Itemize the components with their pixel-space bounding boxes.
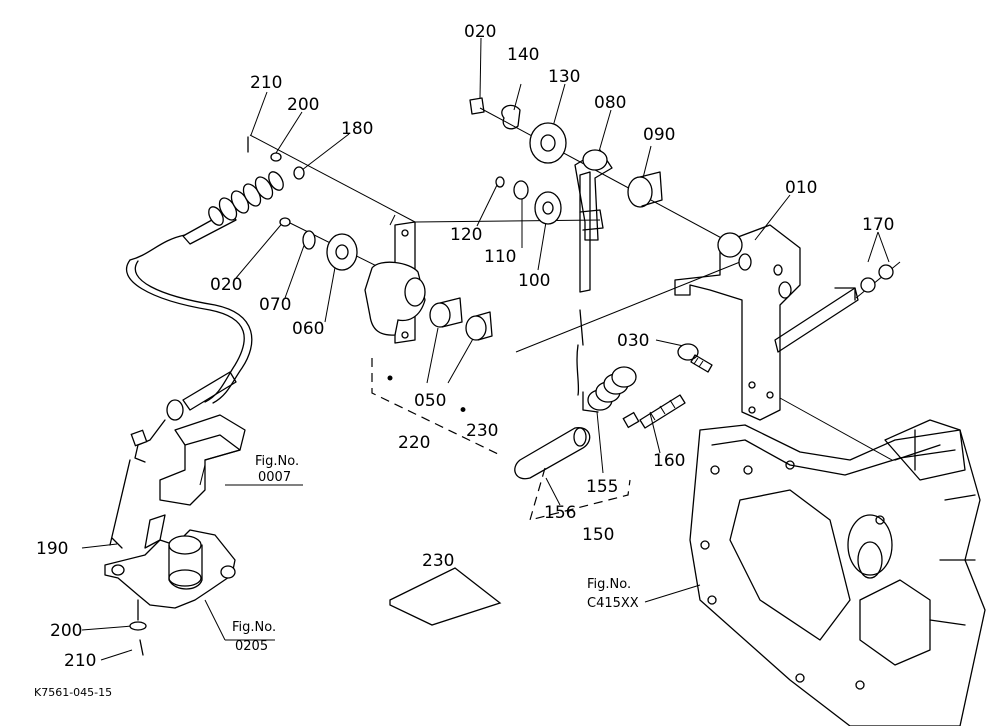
label-190: 190	[36, 539, 68, 559]
label-110: 110	[484, 247, 516, 267]
label-090: 090	[643, 125, 675, 145]
lever-assembly-0205	[104, 459, 275, 656]
label-130: 130	[548, 67, 580, 87]
label-030: 030	[617, 331, 649, 351]
label-140: 140	[507, 45, 539, 65]
label-210-bottom: 210	[64, 651, 96, 671]
control-cable	[125, 136, 305, 463]
fig-ref-0007-number: 0007	[258, 470, 291, 485]
label-230-sheet: 230	[422, 551, 454, 571]
label-160: 160	[653, 451, 685, 471]
part-number-labels: 020 140 130 080 090 210 200 180 010 120 …	[36, 22, 894, 671]
label-230-assembly: 230	[466, 421, 498, 441]
label-170: 170	[862, 215, 894, 235]
label-080: 080	[594, 93, 626, 113]
assembly-group-brackets	[371, 358, 631, 521]
fig-ref-0205-title: Fig.No.	[232, 620, 276, 635]
label-dot: •	[458, 401, 468, 421]
instruction-sheet-230	[389, 567, 502, 626]
assembly-axis-lines	[249, 107, 901, 461]
fig-ref-0007-title: Fig.No.	[255, 454, 299, 469]
label-200-bottom: 200	[50, 621, 82, 641]
label-020-top: 020	[464, 22, 496, 42]
figure-references: Fig.No. 0007 Fig.No. 0205 Fig.No. C415XX	[232, 454, 639, 654]
label-010: 010	[785, 178, 817, 198]
drawing-code: K7561-045-15	[34, 686, 112, 699]
label-156: 156	[544, 503, 576, 523]
leader-lines	[81, 37, 890, 661]
label-220: 220	[398, 433, 430, 453]
label-100: 100	[518, 271, 550, 291]
bracket-0007	[159, 414, 303, 506]
fig-ref-0205-number: 0205	[235, 639, 268, 654]
transmission-housing	[644, 419, 986, 726]
label-050: 050	[414, 391, 446, 411]
label-150: 150	[582, 525, 614, 545]
main-bracket	[674, 224, 894, 421]
label-155: 155	[586, 477, 618, 497]
label-060: 060	[292, 319, 324, 339]
bolt-and-springs	[514, 309, 713, 480]
label-180: 180	[341, 119, 373, 139]
label-070: 070	[259, 295, 291, 315]
label-120: 120	[450, 225, 482, 245]
fig-ref-c415xx-number: C415XX	[587, 596, 639, 611]
fig-ref-c415xx-title: Fig.No.	[587, 577, 631, 592]
label-200-top: 200	[287, 95, 319, 115]
label-210-top: 210	[250, 73, 282, 93]
shaft-parts	[469, 97, 663, 293]
label-020-left: 020	[210, 275, 242, 295]
lever-and-bushings	[279, 214, 493, 381]
